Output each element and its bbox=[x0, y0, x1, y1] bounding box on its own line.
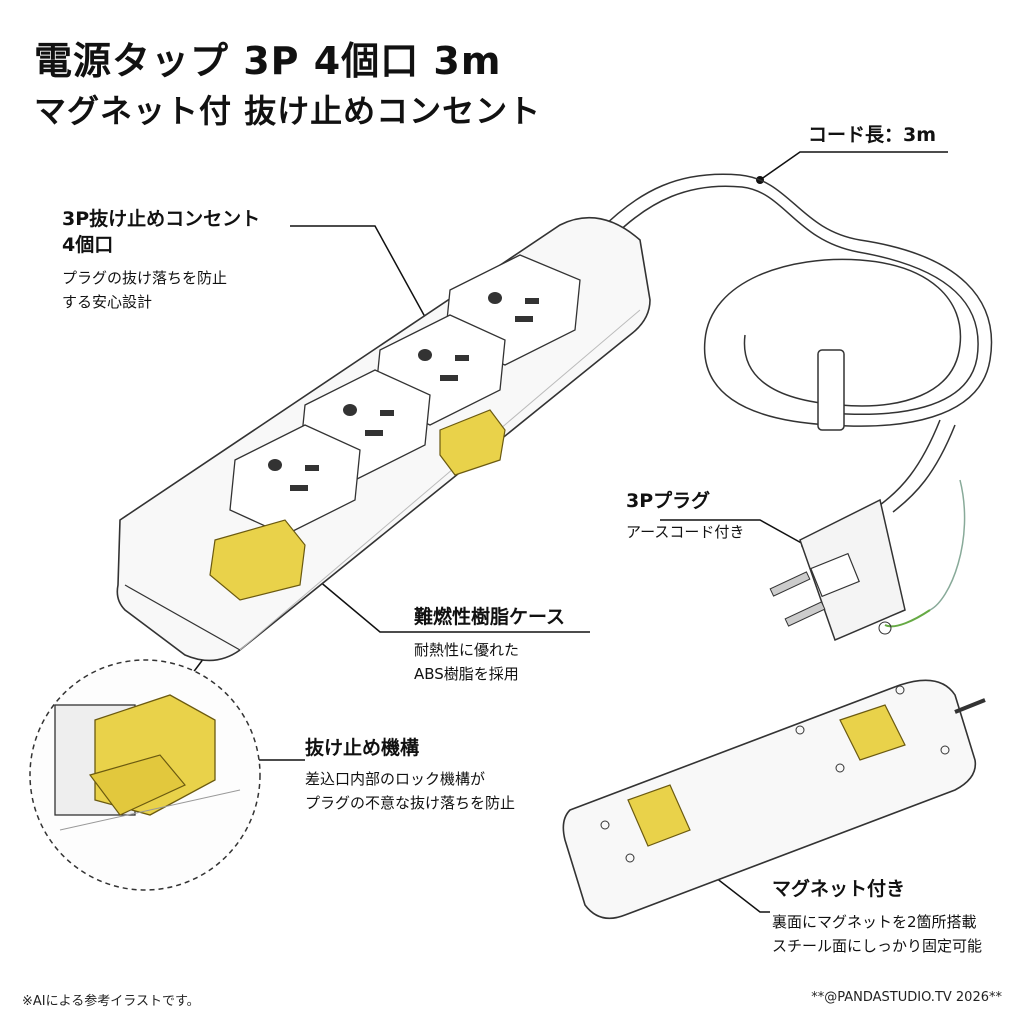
magnet-body-2: スチール面にしっかり固定可能 bbox=[772, 937, 983, 955]
outlet-heading-2: 4個口 bbox=[62, 234, 114, 256]
cord-coil bbox=[599, 173, 993, 611]
plug-heading: 3Pプラグ bbox=[626, 490, 711, 512]
outlet-callout: 3P抜け止めコンセント 4個口 プラグの抜け落ちを防止 する安心設計 bbox=[62, 206, 260, 314]
plug-body-1: アースコード付き bbox=[626, 523, 745, 541]
lock-body-2: プラグの不意な抜け落ちを防止 bbox=[305, 794, 516, 812]
case-heading: 難燃性樹脂ケース bbox=[414, 606, 566, 628]
outlet-body-2: する安心設計 bbox=[62, 293, 153, 311]
magnet-body-1: 裏面にマグネットを2箇所搭載 bbox=[772, 913, 977, 931]
case-body-2: ABS樹脂を採用 bbox=[414, 665, 519, 683]
zoom-detail bbox=[29, 659, 261, 891]
page-title: 電源タップ 3P 4個口 3m bbox=[34, 39, 502, 83]
magnet-back-view bbox=[562, 679, 986, 920]
cord-callout: コード長：3m bbox=[808, 122, 936, 148]
cord-heading: コード長：3m bbox=[808, 124, 937, 146]
outlet-heading-1: 3P抜け止めコンセント bbox=[62, 208, 261, 230]
page-subtitle: マグネット付 抜け止めコンセント bbox=[34, 92, 542, 130]
outlet-body-1: プラグの抜け落ちを防止 bbox=[62, 269, 228, 287]
case-body-1: 耐熱性に優れた bbox=[414, 641, 520, 659]
plug-callout: 3Pプラグ アースコード付き bbox=[626, 488, 744, 544]
footer-credit: **@PANDASTUDIO.TV 2026** bbox=[811, 990, 1002, 1005]
lock-mechanism bbox=[209, 409, 506, 601]
magnet-heading: マグネット付き bbox=[772, 878, 906, 900]
lock-heading: 抜け止め機構 bbox=[305, 737, 420, 759]
outlets bbox=[229, 254, 581, 536]
footer-note: ※AIによる参考イラストです。 bbox=[22, 994, 200, 1009]
case-callout: 難燃性樹脂ケース 耐熱性に優れた ABS樹脂を採用 bbox=[414, 604, 565, 686]
plug-3p bbox=[769, 498, 931, 642]
lock-body-1: 差込口内部のロック機構が bbox=[305, 770, 486, 788]
outlet-slots bbox=[268, 292, 539, 491]
magnet-callout: マグネット付き 裏面にマグネットを2箇所搭載 スチール面にしっかり固定可能 bbox=[772, 876, 982, 958]
lock-callout: 抜け止め機構 差込口内部のロック機構が プラグの不意な抜け落ちを防止 bbox=[305, 735, 515, 815]
